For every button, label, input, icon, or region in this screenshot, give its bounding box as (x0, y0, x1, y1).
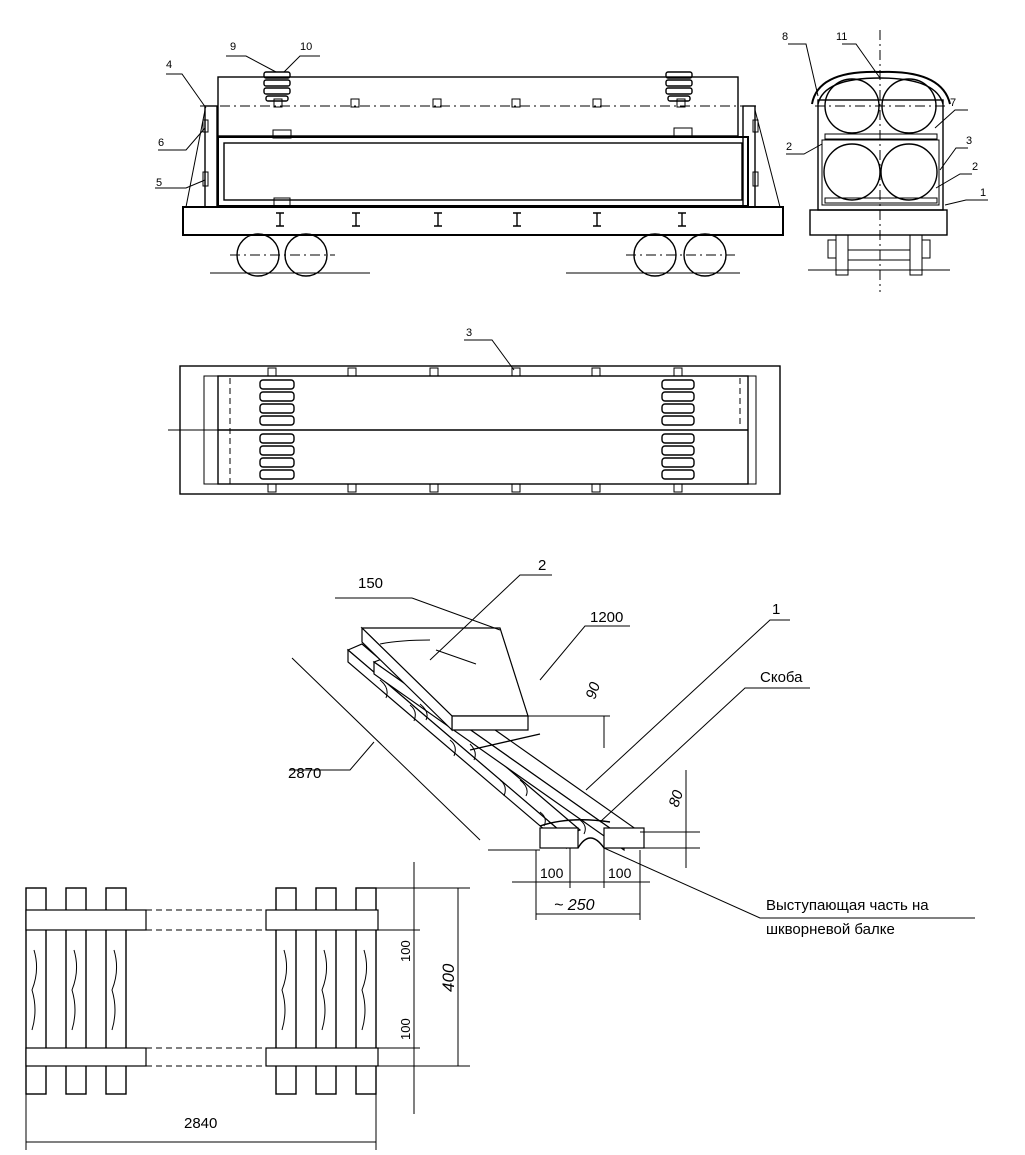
callout-5: 5 (156, 177, 162, 189)
dim-frame-height: 400 (439, 963, 458, 992)
label-bracket: Скоба (760, 669, 803, 686)
frame-plan: 2840 400 100 100 (25, 862, 470, 1150)
dim-board-thickness: 90 (583, 679, 605, 701)
dim-beam-length: 2870 (288, 765, 321, 782)
strap-bundle-right (661, 379, 695, 480)
callout-3: 3 (966, 135, 972, 147)
plan-view: 3 (168, 327, 781, 495)
end-view: 8 11 7 2 3 2 1 (782, 30, 988, 292)
side-view: 9 10 4 6 5 (155, 41, 784, 277)
wheelset-left (230, 233, 335, 277)
callout-11: 11 (836, 31, 847, 43)
dim-offset-bottom: 100 (398, 1018, 413, 1040)
dim-total-width: ~ 250 (554, 897, 595, 914)
dim-left-width: 100 (540, 865, 564, 881)
wheelset-right (626, 233, 735, 277)
callout-7: 7 (950, 97, 956, 109)
dim-board-length: 1200 (590, 609, 623, 626)
dim-offset-top: 100 (398, 940, 413, 962)
dim-board-width: 150 (358, 575, 383, 592)
pipe-lower (217, 136, 749, 207)
callout-2b: 2 (972, 161, 978, 173)
platform-frame (182, 206, 784, 236)
pipe-end-4 (880, 143, 938, 201)
callout-9: 9 (230, 41, 236, 53)
label-note-line1: Выступающая часть на (766, 897, 929, 914)
callout-8: 8 (782, 31, 788, 43)
callout-1: 1 (980, 187, 986, 199)
label-note-line2: шкворневой балке (766, 921, 895, 938)
callout-6: 6 (158, 137, 164, 149)
detail-isometric: 2 1 150 1200 90 2870 80 100 100 ~ 250 Ск… (288, 557, 975, 938)
callout-10: 10 (300, 41, 312, 53)
dim-beam-height: 80 (666, 787, 688, 809)
detail-callout-1: 1 (772, 601, 780, 618)
detail-callout-2: 2 (538, 557, 546, 574)
callout-4: 4 (166, 59, 172, 71)
pipe-end-3 (823, 143, 881, 201)
callout-plan-3: 3 (466, 327, 472, 339)
callout-2a: 2 (786, 141, 792, 153)
dim-frame-length: 2840 (184, 1115, 217, 1132)
dim-right-width: 100 (608, 865, 632, 881)
strap-bundle-left (259, 379, 295, 480)
